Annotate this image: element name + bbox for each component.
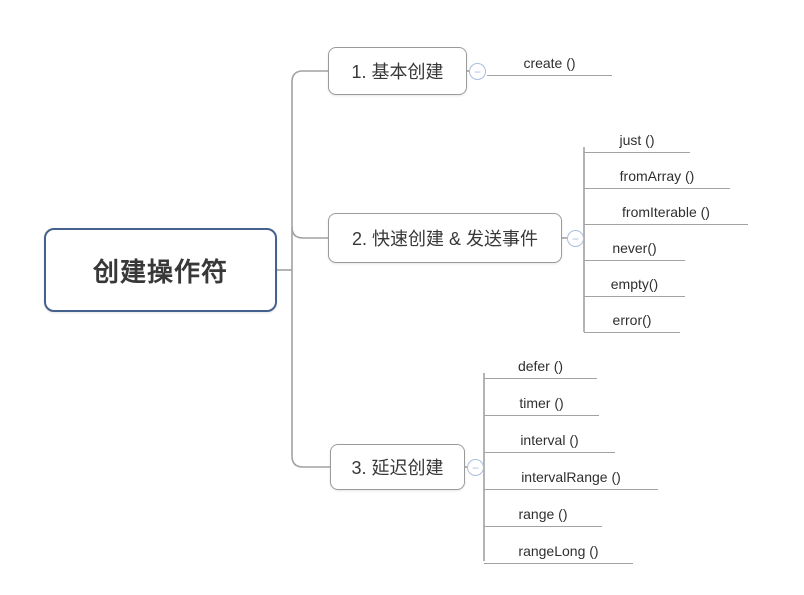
subtopic-empty[interactable]: empty() xyxy=(584,266,685,297)
subtopic-empty-label: empty() xyxy=(610,276,659,292)
topic-delayed-creation[interactable]: 3. 延迟创建 xyxy=(330,444,465,490)
minus-icon: − xyxy=(571,231,579,246)
subtopic-range[interactable]: range () xyxy=(484,496,602,527)
connector-branch2 xyxy=(291,226,328,239)
subtopic-just[interactable]: just () xyxy=(584,122,690,153)
subtopic-error[interactable]: error() xyxy=(584,302,680,333)
subtopic-never-label: never() xyxy=(612,240,657,256)
subtopic-intervalrange-label: intervalRange () xyxy=(521,469,621,485)
subtopic-range-label: range () xyxy=(518,506,568,522)
topic-basic-creation[interactable]: 1. 基本创建 xyxy=(328,47,467,95)
subtopic-rangelong-label: rangeLong () xyxy=(518,543,599,559)
subtopic-interval[interactable]: interval () xyxy=(484,422,615,453)
subtopic-interval-label: interval () xyxy=(520,432,579,448)
topic-quick-creation-label: 2. 快速创建 & 发送事件 xyxy=(351,229,539,249)
connector-spine xyxy=(291,70,330,468)
subtopic-defer[interactable]: defer () xyxy=(484,348,597,379)
subtopic-timer[interactable]: timer () xyxy=(484,385,599,416)
topic-delayed-creation-label: 3. 延迟创建 xyxy=(351,458,444,478)
collapse-icon[interactable]: − xyxy=(467,459,484,476)
subtopic-timer-label: timer () xyxy=(519,395,564,411)
subtopic-create[interactable]: create () xyxy=(487,45,612,76)
subtopic-rangelong[interactable]: rangeLong () xyxy=(484,533,633,564)
collapse-icon[interactable]: − xyxy=(567,230,584,247)
subtopic-never[interactable]: never() xyxy=(584,230,685,261)
subtopic-defer-label: defer () xyxy=(517,358,564,374)
subtopic-just-label: just () xyxy=(619,132,655,148)
minus-icon: − xyxy=(471,460,479,475)
root-topic[interactable]: 创建操作符 xyxy=(44,228,277,312)
collapse-icon[interactable]: − xyxy=(469,63,486,80)
subtopic-fromiterable-label: fromIterable () xyxy=(622,204,710,220)
subtopic-fromiterable[interactable]: fromIterable () xyxy=(584,194,748,225)
minus-icon: − xyxy=(473,64,481,79)
root-topic-label: 创建操作符 xyxy=(92,256,228,287)
subtopic-intervalrange[interactable]: intervalRange () xyxy=(484,459,658,490)
topic-quick-creation[interactable]: 2. 快速创建 & 发送事件 xyxy=(328,213,562,263)
subtopic-create-label: create () xyxy=(523,55,576,71)
subtopic-fromarray-label: fromArray () xyxy=(619,168,695,184)
subtopic-error-label: error() xyxy=(612,312,652,328)
topic-basic-creation-label: 1. 基本创建 xyxy=(351,62,444,82)
subtopic-fromarray[interactable]: fromArray () xyxy=(584,158,730,189)
